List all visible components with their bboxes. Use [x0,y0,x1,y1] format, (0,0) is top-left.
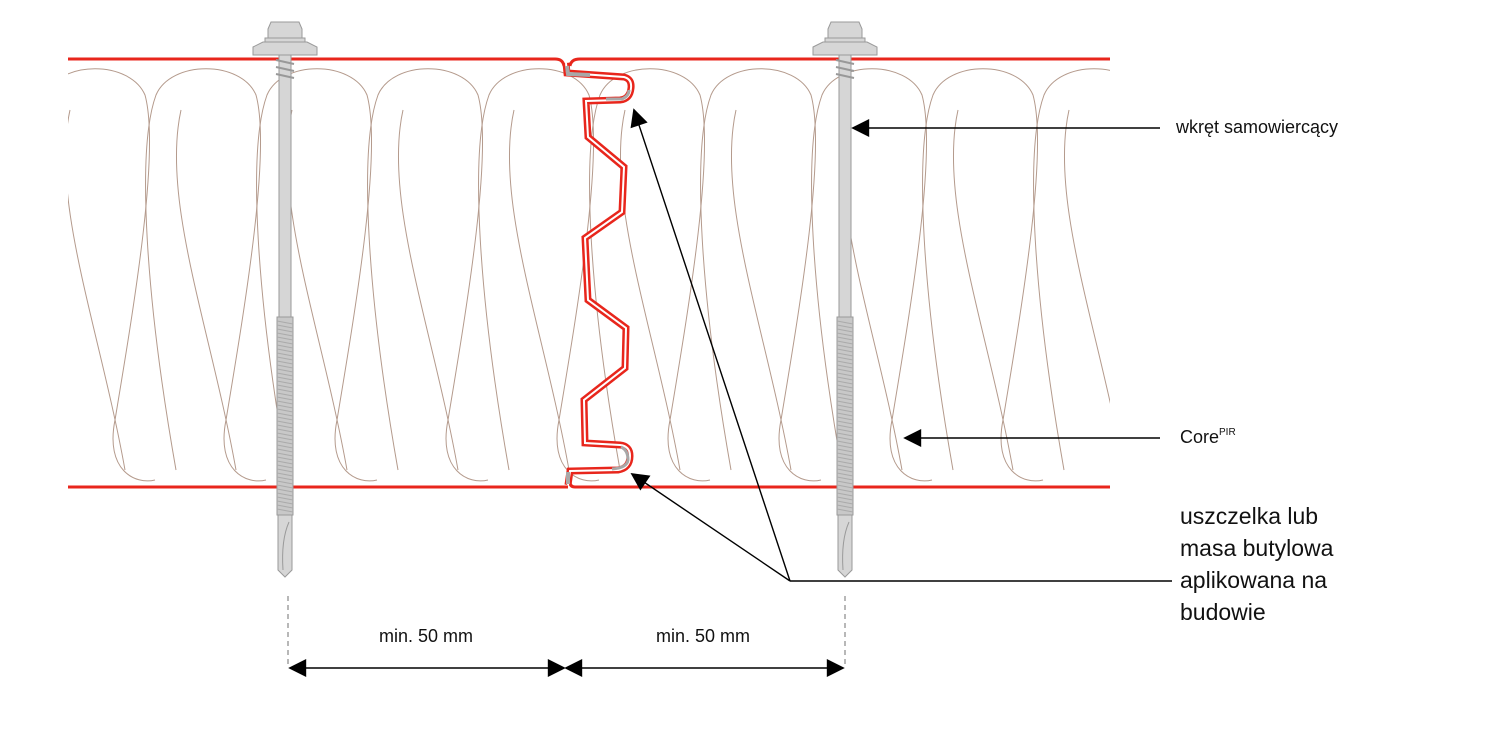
core-label-text: Core [1180,427,1220,447]
core-fiber [730,109,792,471]
core-fiber [619,109,681,471]
seal-label: uszczelka lub masa butylowa aplikowana n… [1180,500,1420,628]
core-fiber [1033,68,1110,471]
dimension-label-left: min. 50 mm [378,626,474,646]
core-label: CorePIR [1180,427,1236,448]
core-fiber [397,109,459,471]
core-fiber [1063,109,1110,404]
seal-leader-arrow-top [630,108,791,582]
seal-label-line: uszczelka lub [1180,503,1319,529]
sealant-top-2 [606,89,631,101]
core-label-superscript: PIR [1219,427,1236,438]
dimension-label-right: min. 50 mm [655,626,751,646]
top-facing-left [68,57,566,67]
core-fiber [478,68,600,482]
leader-lines [630,108,1172,582]
seal-label-line: masa butylowa [1180,535,1334,561]
self-drilling-screw-icon [812,21,878,578]
pir-core-fibers [68,68,1110,482]
core-fiber [700,68,822,482]
core-fiber [922,68,1044,482]
core-fiber [175,109,237,471]
core-fiber [256,68,378,482]
core-fiber [508,109,570,471]
seal-label-line: aplikowana na [1180,567,1328,593]
self-drilling-screw-icon [252,21,318,578]
facing-sheets [68,57,1110,489]
top-facing-right [568,57,1110,67]
core-fiber [367,68,489,482]
core-fiber [68,109,126,471]
core-fiber [145,68,267,482]
core-fiber [589,68,711,482]
sealant-bottom [611,445,630,471]
seal-leader-arrow-bottom [630,472,791,582]
sealant-top [565,65,591,77]
seal-label-line: budowie [1180,599,1266,625]
screw-label: wkręt samowiercący [1176,117,1339,137]
core-fiber [811,68,933,482]
tongue-groove-joint [562,62,635,486]
core-fiber [68,68,156,482]
dimension-lines [287,596,846,677]
core-fiber [952,109,1014,471]
